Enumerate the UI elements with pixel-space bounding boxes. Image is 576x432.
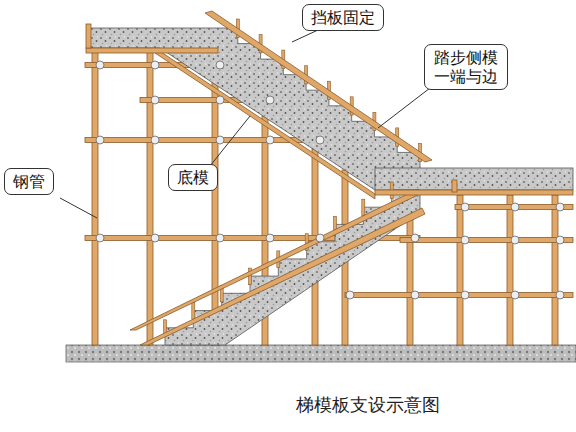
landing-slab [375,168,573,190]
callout-box: 挡板固定 [302,4,384,31]
ground [66,345,576,362]
callout-text: 挡板固定 [311,8,375,27]
callout-box: 钢管 [4,168,54,195]
callout-text: 钢管 [13,172,45,191]
callout-box: 踏步侧模 一端与边 [424,44,508,90]
callout-box: 底模 [168,164,218,191]
pipe-clamps [96,61,564,299]
inclined-boards [86,11,573,345]
leader-lines [60,30,430,218]
callout-text: 踏步侧模 一端与边 [433,48,499,86]
figure-caption: 梯模板支设示意图 [296,393,440,417]
callout-text: 底模 [177,168,209,187]
lower-flight-concrete [165,190,420,345]
